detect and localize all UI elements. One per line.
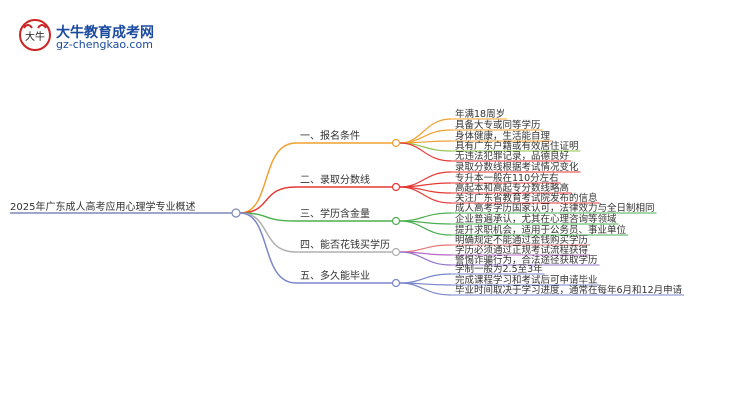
root-topic[interactable]: 2025年广东成人高考应用心理学专业概述 bbox=[10, 200, 195, 213]
leaf-connector bbox=[399, 186, 452, 204]
leaf-connector bbox=[399, 244, 452, 253]
leaf-connector bbox=[399, 142, 452, 162]
leaf-topic[interactable]: 无违法犯罪记录，品德良好 bbox=[455, 150, 570, 162]
branch-collapse-toggle[interactable] bbox=[391, 278, 401, 288]
leaf-topic[interactable]: 明确规定不能通过金钱购买学历 bbox=[455, 234, 588, 246]
leaf-topic[interactable]: 年满18周岁 bbox=[455, 108, 505, 120]
leaf-topic[interactable]: 企业普遍承认，尤其在心理咨询等领域 bbox=[455, 213, 617, 225]
site-header: 大牛 大牛教育成考网 gz-chengkao.com bbox=[0, 0, 750, 60]
leaf-topic[interactable]: 具有广东户籍或有效居住证明 bbox=[455, 140, 579, 152]
leaf-topic[interactable]: 提升求职机会，适用于公务员、事业单位 bbox=[455, 224, 627, 236]
leaf-topic[interactable]: 身体健康，生活能自理 bbox=[455, 130, 551, 142]
branch-connector bbox=[239, 212, 297, 222]
branch-topic[interactable]: 二、录取分数线 bbox=[300, 173, 370, 186]
leaf-topic[interactable]: 高起本和高起专分数线略高 bbox=[455, 182, 569, 194]
leaf-topic[interactable]: 警惕诈骗行为，合法途径获取学历 bbox=[455, 254, 598, 266]
leaf-connector bbox=[399, 220, 452, 236]
leaf-topic[interactable]: 完成课程学习和考试后可申请毕业 bbox=[455, 274, 598, 286]
branch-topic[interactable]: 四、能否花钱买学历 bbox=[300, 238, 390, 251]
leaf-connector bbox=[399, 212, 452, 222]
leaf-topic[interactable]: 成人高考学历国家认可，法律效力与全日制相同 bbox=[455, 202, 655, 214]
brand-url[interactable]: gz-chengkao.com bbox=[56, 38, 153, 51]
leaf-topic[interactable]: 毕业时间取决于学习进度，通常在每年6月和12月申请 bbox=[455, 284, 683, 296]
branch-topic[interactable]: 五、多久能毕业 bbox=[300, 269, 370, 282]
branch-connector bbox=[239, 142, 297, 214]
leaf-connector bbox=[399, 273, 452, 284]
leaf-topic[interactable]: 关注广东省教育考试院发布的信息 bbox=[455, 192, 598, 204]
leaf-topic[interactable]: 具备大专或同等学历 bbox=[455, 119, 541, 131]
leaf-topic[interactable]: 学制一般为2.5至3年 bbox=[455, 263, 543, 275]
leaf-topic[interactable]: 录取分数线根据考试情况变化 bbox=[455, 161, 579, 173]
bull-logo-icon: 大牛 bbox=[19, 19, 51, 51]
branch-collapse-toggle[interactable] bbox=[391, 138, 401, 148]
leaf-topic[interactable]: 专升本一般在110分左右 bbox=[455, 172, 559, 184]
branch-collapse-toggle[interactable] bbox=[391, 182, 401, 192]
leaf-connector bbox=[399, 282, 452, 296]
branch-connector bbox=[239, 212, 297, 284]
branch-connector bbox=[239, 212, 297, 253]
logo-text: 大牛 bbox=[25, 30, 45, 43]
branch-topic[interactable]: 三、学历含金量 bbox=[300, 207, 370, 220]
branch-topic[interactable]: 一、报名条件 bbox=[300, 129, 360, 142]
branch-collapse-toggle[interactable] bbox=[391, 216, 401, 226]
leaf-connector bbox=[399, 182, 452, 188]
brand-title[interactable]: 大牛教育成考网 bbox=[56, 25, 154, 41]
leaf-connector bbox=[399, 251, 452, 266]
branch-collapse-toggle[interactable] bbox=[391, 247, 401, 257]
root-collapse-toggle[interactable] bbox=[231, 208, 241, 218]
leaf-topic[interactable]: 学历必须通过正规考试流程获得 bbox=[455, 244, 589, 256]
branch-connector bbox=[239, 186, 297, 214]
